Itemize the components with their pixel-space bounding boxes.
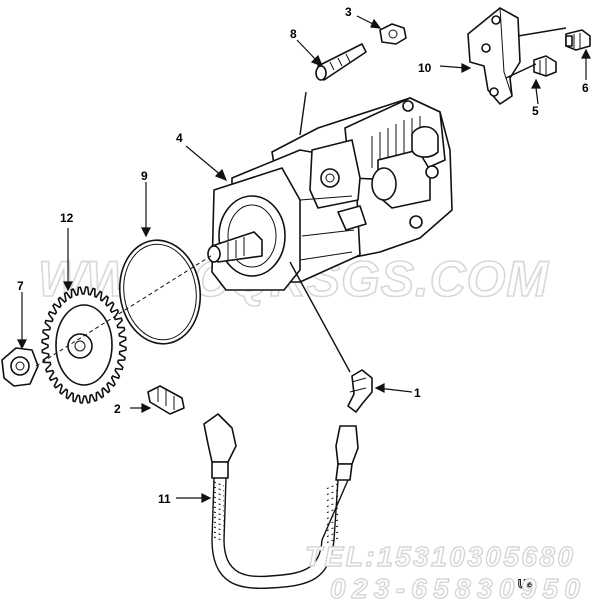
watermark-phone: 023-65830950 (330, 573, 580, 603)
nut-3 (379, 23, 407, 45)
callout-6: 6 (582, 81, 589, 95)
nut-7 (1, 347, 39, 387)
callout-12: 12 (60, 211, 74, 225)
callout-4: 4 (176, 131, 183, 145)
hose-11 (203, 413, 359, 590)
callout-leaders (17, 15, 591, 503)
callout-3: 3 (345, 5, 352, 19)
fitting-1 (347, 369, 373, 413)
bolt-6 (565, 29, 591, 51)
o-ring-9 (118, 239, 202, 345)
gear-12 (41, 286, 127, 404)
callout-11: 11 (158, 492, 171, 506)
drawing-code: U5 (518, 577, 534, 591)
callout-10: 10 (418, 61, 432, 75)
callout-1: 1 (414, 386, 421, 400)
callout-2: 2 (114, 402, 121, 416)
pump-assembly (207, 97, 453, 291)
callout-7: 7 (17, 279, 24, 293)
callout-9: 9 (141, 169, 148, 183)
watermark-tel: TEL:15310305680 (305, 541, 573, 572)
fitting-2 (147, 385, 185, 415)
bolt-5 (533, 55, 557, 77)
stud-8 (315, 43, 367, 81)
callout-8: 8 (290, 27, 297, 41)
callout-5: 5 (532, 104, 539, 118)
support-bracket (467, 7, 521, 105)
